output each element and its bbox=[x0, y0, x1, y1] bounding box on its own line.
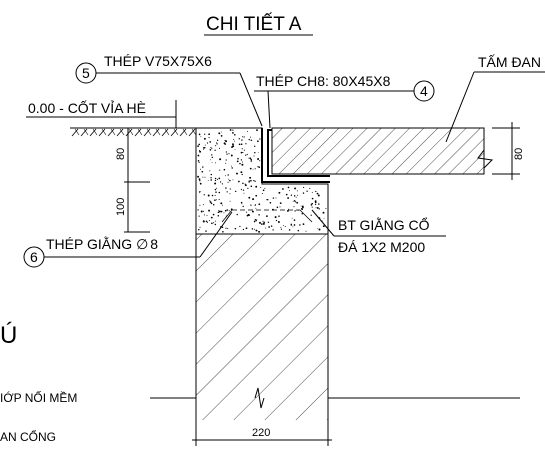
dim-slab-thickness: 80 bbox=[513, 148, 525, 160]
cover-slab-label: TẤM ĐAN bbox=[478, 54, 541, 70]
notes-section: Ú IỚP NỐI MỀM AN CỔNG bbox=[0, 322, 77, 444]
curb-level-label: 0.00 - CỐT VỈA HÈ bbox=[28, 99, 146, 116]
beam-concrete-callout: BT GIẰNG CỔ ĐÁ 1X2 M200 bbox=[311, 209, 446, 255]
left-vertical-dimension: 80 100 bbox=[115, 128, 150, 233]
note-item-1: IỚP NỐI MỀM bbox=[0, 390, 77, 405]
tie-rebar bbox=[221, 209, 313, 223]
ground-line bbox=[70, 127, 197, 137]
curb-level-marker: 0.00 - CỐT VỈA HÈ bbox=[26, 99, 177, 128]
marker-4 bbox=[413, 80, 435, 102]
beam-concrete-label-2: ĐÁ 1X2 M200 bbox=[338, 239, 425, 255]
dim-lower-height: 100 bbox=[115, 198, 127, 216]
angle-steel-callout: 5 THÉP V75X75X6 bbox=[75, 53, 263, 127]
cover-slab-callout: TẤM ĐAN bbox=[445, 54, 545, 143]
steel-angle bbox=[261, 128, 330, 183]
marker-5-number: 5 bbox=[82, 65, 90, 81]
steel-channel bbox=[267, 129, 330, 177]
tie-rebar-callout: 6 THÉP GIẰNG∅8 bbox=[23, 211, 233, 268]
angle-steel-label: THÉP V75X75X6 bbox=[104, 53, 212, 69]
note-item-2: AN CỔNG bbox=[0, 429, 56, 444]
marker-4-number: 4 bbox=[420, 83, 428, 99]
channel-steel-label: THÉP CH8: 80X45X8 bbox=[256, 73, 391, 89]
masonry-wall bbox=[150, 234, 520, 420]
cover-slab bbox=[271, 127, 494, 175]
dim-wall-width: 220 bbox=[252, 427, 270, 439]
detail-title: CHI TIẾT A bbox=[206, 13, 302, 35]
channel-steel-callout: THÉP CH8: 80X45X8 4 bbox=[254, 73, 435, 129]
dim-top-height: 80 bbox=[115, 148, 127, 160]
tie-rebar-label: THÉP GIẰNG∅8 bbox=[46, 235, 158, 252]
marker-6-number: 6 bbox=[30, 249, 38, 265]
slab-thickness-dimension: 80 bbox=[492, 122, 525, 180]
beam-concrete-label-1: BT GIẰNG CỔ bbox=[338, 216, 430, 233]
notes-heading: Ú bbox=[0, 322, 17, 349]
wall-width-dimension: 220 bbox=[192, 420, 332, 446]
